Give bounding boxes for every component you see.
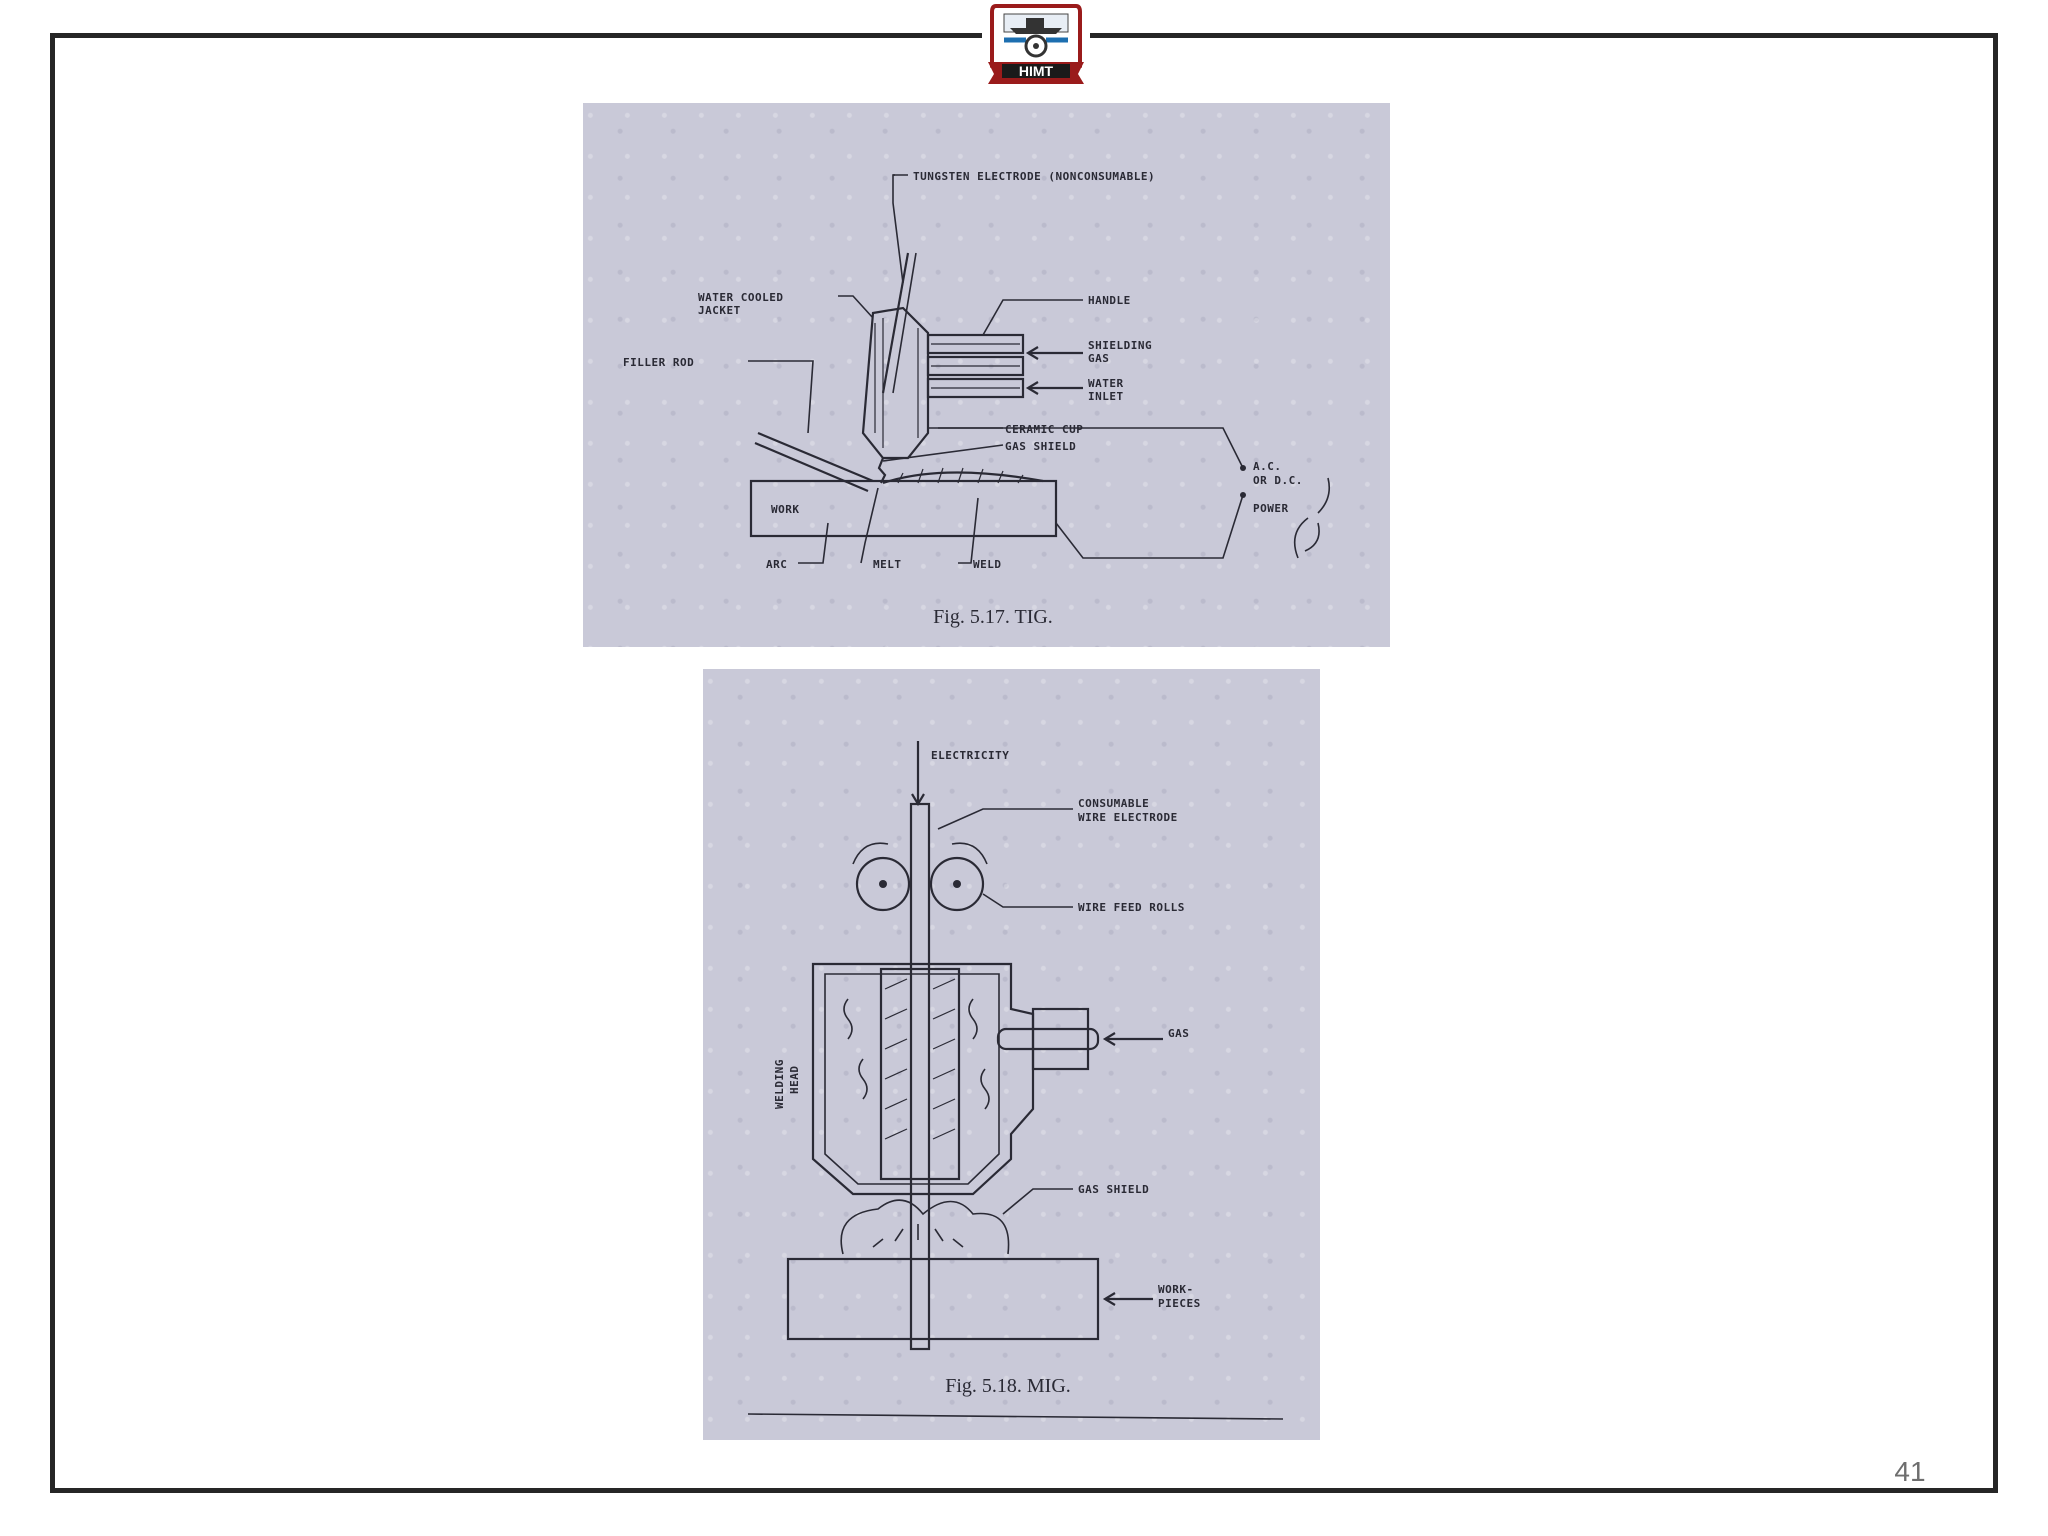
label-work: WORK — [771, 503, 800, 516]
torch-body — [861, 306, 930, 460]
label-gas-shield: GAS SHIELD — [1078, 1183, 1149, 1196]
work-pieces — [786, 1257, 1100, 1341]
label-or-dc: OR D.C. — [1253, 474, 1303, 487]
institute-logo: HIMT — [982, 0, 1090, 86]
label-handle: HANDLE — [1088, 294, 1131, 307]
label-welding: WELDING — [773, 1059, 786, 1109]
wire-electrode — [909, 802, 931, 1351]
label-melt: MELT — [873, 558, 902, 571]
label-shielding: SHIELDING — [1088, 339, 1152, 352]
mig-diagram: ELECTRICITY CONSUMABLE WIRE ELECTRODE WI… — [703, 669, 1320, 1440]
label-wire-electrode: WIRE ELECTRODE — [1078, 811, 1178, 824]
handwritten-mark — [1293, 477, 1331, 559]
label-work: WORK- — [1158, 1283, 1194, 1296]
label-tungsten-electrode: TUNGSTEN ELECTRODE (NONCONSUMABLE) — [913, 170, 1155, 183]
filler-rod — [757, 431, 874, 483]
label-filler-rod: FILLER ROD — [623, 356, 694, 369]
mig-caption: Fig. 5.18. MIG. — [945, 1375, 1071, 1397]
label-ceramic-cup: CERAMIC CUP — [1005, 423, 1083, 436]
label-pieces: PIECES — [1158, 1297, 1201, 1310]
label-inlet: INLET — [1088, 390, 1124, 403]
label-ac: A.C. — [1253, 460, 1282, 473]
feed-roll-left — [855, 856, 911, 912]
label-wire-feed-rolls: WIRE FEED ROLLS — [1078, 901, 1185, 914]
label-arc: ARC — [766, 558, 787, 571]
label-gas-shield: GAS SHIELD — [1005, 440, 1076, 453]
label-water: WATER — [1088, 377, 1124, 390]
label-jacket: JACKET — [698, 304, 741, 317]
label-electricity: ELECTRICITY — [931, 749, 1009, 762]
tig-diagram: TUNGSTEN ELECTRODE (NONCONSUMABLE) WATER… — [583, 103, 1390, 647]
label-consumable: CONSUMABLE — [1078, 797, 1149, 810]
gas-shield-spray — [840, 1199, 1010, 1255]
feed-roll-right — [929, 856, 985, 912]
tig-caption: Fig. 5.17. TIG. — [933, 606, 1053, 628]
label-head: HEAD — [788, 1066, 801, 1095]
label-gas: GAS — [1168, 1027, 1189, 1040]
gas-inlet-pipe — [996, 1027, 1100, 1051]
label-water-cooled: WATER COOLED — [698, 291, 783, 304]
welding-head — [811, 962, 1035, 1196]
label-gas: GAS — [1088, 352, 1109, 365]
label-power: POWER — [1253, 502, 1289, 515]
work-piece — [749, 479, 1058, 538]
label-weld: WELD — [973, 558, 1002, 571]
page-number: 41 — [1894, 1456, 1926, 1487]
tungsten-electrode — [881, 252, 910, 394]
logo-text: HIMT — [1019, 63, 1054, 79]
